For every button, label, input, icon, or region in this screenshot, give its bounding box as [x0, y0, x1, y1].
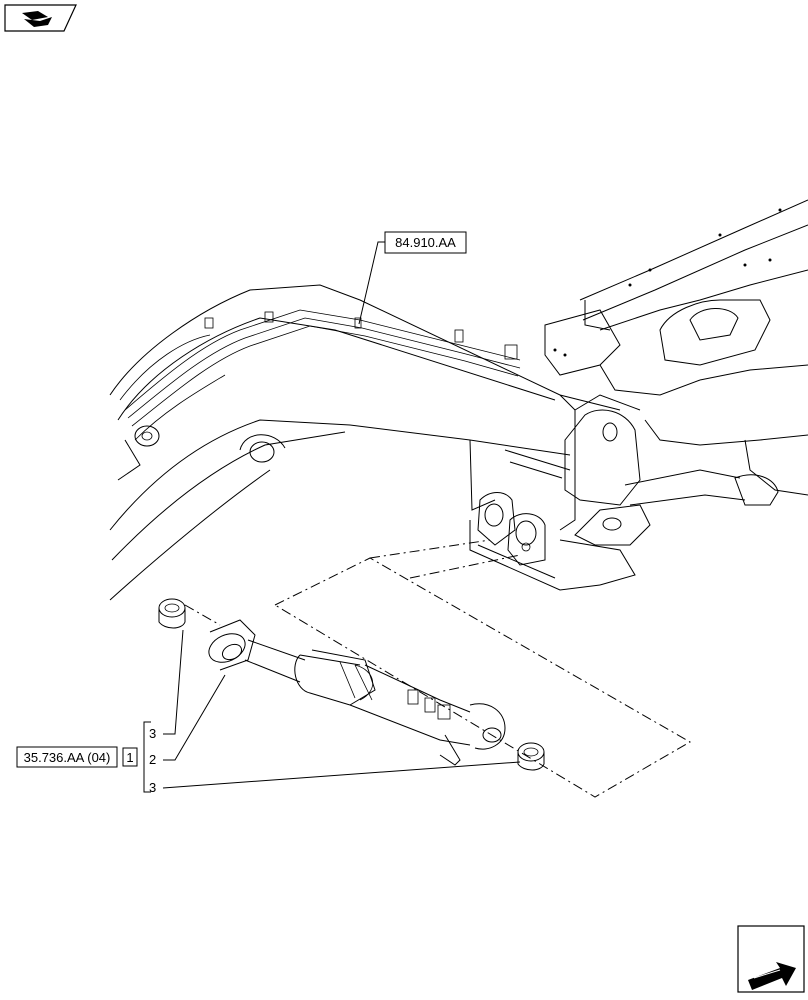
- callout-bracket: [143, 721, 151, 793]
- hose-clamp: [204, 311, 518, 360]
- bushing-upper: [158, 598, 186, 629]
- leader-line-boom: [358, 241, 385, 325]
- callout-number: 3: [149, 726, 156, 741]
- callout-number: 2: [149, 752, 156, 767]
- hydraulic-cylinder: [208, 619, 506, 766]
- leader-line-cylinder: [163, 674, 226, 761]
- callout-number: 3: [149, 780, 156, 795]
- leader-line-bushing-upper: [163, 629, 184, 735]
- svg-text:84.910.AA: 84.910.AA: [395, 235, 456, 250]
- boom-assembly: [109, 199, 808, 601]
- assembly-index-box: 1: [122, 747, 138, 767]
- svg-text:1: 1: [126, 750, 133, 765]
- reference-label-part[interactable]: 35.736.AA (04): [16, 746, 118, 768]
- open-book-arrow-icon[interactable]: [4, 4, 77, 32]
- reference-label-boom[interactable]: 84.910.AA: [384, 231, 467, 254]
- next-page-arrow-icon[interactable]: [737, 925, 805, 993]
- svg-text:35.736.AA (04): 35.736.AA (04): [24, 750, 111, 765]
- assembly-guide-lines: [184, 539, 692, 798]
- leader-line-bushing-lower: [162, 761, 521, 789]
- bushing-lower: [517, 742, 545, 771]
